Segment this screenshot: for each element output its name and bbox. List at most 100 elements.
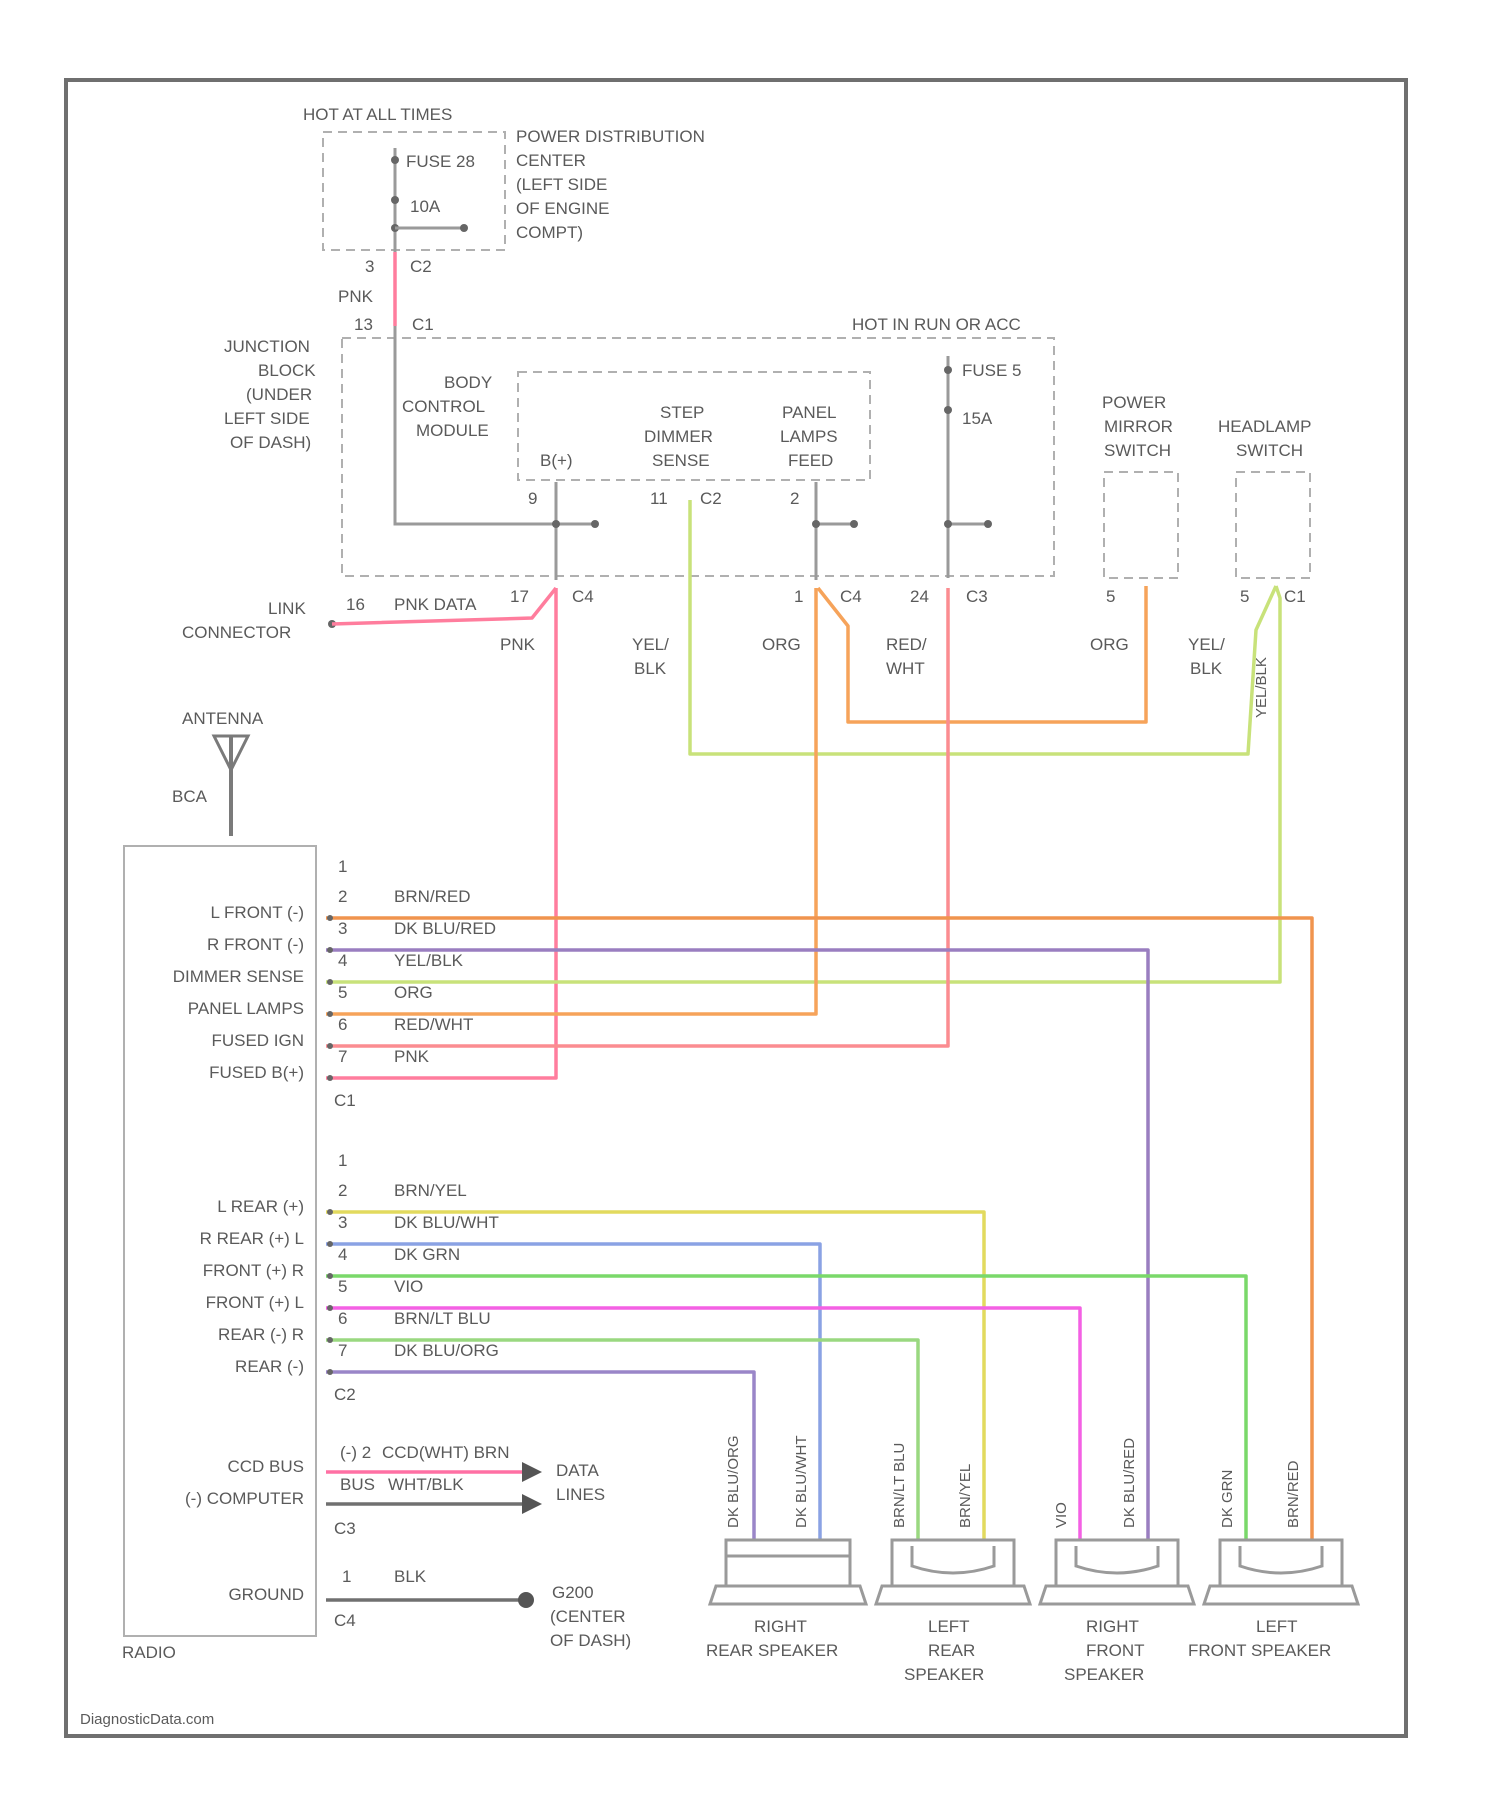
headlamp-switch: HEADLAMP SWITCH 5 C1: [1218, 417, 1312, 606]
panel-lamps-1: LAMPS: [780, 427, 838, 446]
c2-connector: C2: [334, 1385, 356, 1404]
wire-dimmer-yel-blk: [690, 500, 1276, 754]
speaker-wire-label: BRN/RED: [1285, 1460, 1302, 1528]
c2-wire-brn-lt-blu: BRN/LT BLU: [394, 1309, 491, 1328]
pdc-header: HOT AT ALL TIMES: [303, 105, 452, 124]
headlamp-pin: 5: [1240, 587, 1249, 606]
pdc-desc-4: COMPT): [516, 223, 583, 242]
c1-wire-org: ORG: [394, 983, 433, 1002]
c2-pin-1: 1: [338, 1151, 347, 1170]
speaker-wire-label: DK BLU/ORG: [725, 1435, 742, 1528]
speaker-right-rear: DK BLU/ORG DK BLU/WHT RIGHT REAR SPEAKER: [706, 1435, 866, 1660]
c2-wire-brn-yel: BRN/YEL: [394, 1181, 467, 1200]
power-mirror-switch: POWER MIRROR SWITCH 5: [1102, 393, 1178, 606]
jb-desc-0: JUNCTION: [224, 337, 310, 356]
c3-label-ccd: CCD BUS: [227, 1457, 304, 1476]
c2-wire-dk-blu-org: DK BLU/ORG: [394, 1341, 499, 1360]
mid-label-yel2: YEL/: [1188, 635, 1225, 654]
wire-mirror-org: [818, 586, 1146, 722]
speaker-name-0: LEFT: [1256, 1617, 1298, 1636]
bcm-label-2: MODULE: [416, 421, 489, 440]
c1-pin-1: 1: [338, 857, 347, 876]
speaker-wire-label: DK GRN: [1219, 1470, 1236, 1528]
mid-label-vertical: YEL/BLK: [1253, 657, 1270, 718]
speaker-name-2: SPEAKER: [1064, 1665, 1144, 1684]
c3-connector: C3: [334, 1519, 356, 1538]
c1-pin-5: 5: [338, 983, 347, 1002]
c2-pin-3: 3: [338, 1213, 347, 1232]
jb-desc-4: OF DASH): [230, 433, 311, 452]
c4-connector: C4: [334, 1611, 356, 1630]
mid-label-blk2: BLK: [1190, 659, 1223, 678]
wire-rear-r-brn-lt-blu: [326, 1340, 918, 1540]
c2-pin-2: 2: [338, 1181, 347, 1200]
c2-label-rear-r: REAR (-) R: [218, 1325, 304, 1344]
c2-wire-dk-blu-wht: DK BLU/WHT: [394, 1213, 499, 1232]
speaker-icon: [710, 1540, 866, 1604]
power-mirror-label-1: MIRROR: [1104, 417, 1173, 436]
jb-c4a: C4: [572, 587, 594, 606]
c2-label-front-l: FRONT (+) L: [206, 1293, 304, 1312]
terminal: [327, 915, 333, 921]
link-connector-pin: 16: [346, 595, 365, 614]
jb-connector-top: C1: [412, 315, 434, 334]
c1-connector: C1: [334, 1091, 356, 1110]
headlamp-label-0: HEADLAMP: [1218, 417, 1312, 436]
fuse5-dot: [944, 520, 952, 528]
terminal: [327, 1043, 333, 1049]
speaker-name-1: FRONT: [1086, 1641, 1145, 1660]
pdc-dashed-box: [323, 132, 505, 250]
speaker-name-1: REAR: [928, 1641, 975, 1660]
mid-label-red: RED/: [886, 635, 927, 654]
link-connector-label-1: CONNECTOR: [182, 623, 291, 642]
c2-pin-4: 4: [338, 1245, 347, 1264]
c2-pin-6: 6: [338, 1309, 347, 1328]
c4-wire: BLK: [394, 1567, 427, 1586]
speaker-cone: [1240, 1546, 1322, 1573]
mid-label-wht: WHT: [886, 659, 925, 678]
terminal: [327, 1273, 333, 1279]
c4-pin: 1: [342, 1567, 351, 1586]
c1-pin-4: 4: [338, 951, 347, 970]
wire-fused-ign-red-wht: [326, 588, 948, 1046]
c2-label-rear: REAR (-): [235, 1357, 304, 1376]
jb-hot-label: HOT IN RUN OR ACC: [852, 315, 1021, 334]
c3-wire-ccd: CCD(WHT) BRN: [382, 1443, 509, 1462]
radio-name: RADIO: [122, 1643, 176, 1662]
c3-pin-ccd: (-) 2: [340, 1443, 371, 1462]
terminal: [327, 947, 333, 953]
c1-label-panel: PANEL LAMPS: [188, 999, 304, 1018]
ground-terminal-icon: [518, 1592, 534, 1608]
pdc-desc-1: CENTER: [516, 151, 586, 170]
jb-fuse5-dot-low: [944, 406, 952, 414]
headlamp-connector: C1: [1284, 587, 1306, 606]
ccd-bus-arrow-icon: [522, 1462, 542, 1482]
power-mirror-label-2: SWITCH: [1104, 441, 1171, 460]
c1-wire-red-wht: RED/WHT: [394, 1015, 473, 1034]
jb-pin-top: 13: [354, 315, 373, 334]
jb-fuse5-label: FUSE 5: [962, 361, 1022, 380]
step-dimmer-2: SENSE: [652, 451, 710, 470]
speaker-wire-label: DK BLU/WHT: [793, 1435, 810, 1528]
terminal: [327, 1241, 333, 1247]
speaker-wire-label: VIO: [1053, 1502, 1070, 1528]
bcm-label-0: BODY: [444, 373, 492, 392]
terminal: [327, 1369, 333, 1375]
c2-pin-5: 5: [338, 1277, 347, 1296]
c3-wire-bus: WHT/BLK: [388, 1475, 464, 1494]
c1-wire-yel-blk: YEL/BLK: [394, 951, 464, 970]
jb-desc-1: BLOCK: [258, 361, 316, 380]
jb-c3: C3: [966, 587, 988, 606]
bcm-bplus: B(+): [540, 451, 573, 470]
jb-desc-2: (UNDER: [246, 385, 312, 404]
c1-wire-dk-blu-red: DK BLU/RED: [394, 919, 496, 938]
panel-lamps-dot: [812, 520, 820, 528]
speaker-right-front: VIO DK BLU/RED RIGHT FRONT SPEAKER: [1040, 1438, 1194, 1684]
pdc-desc-0: POWER DISTRIBUTION: [516, 127, 705, 146]
mid-label-yel: YEL/: [632, 635, 669, 654]
c3-data-lines-0: DATA: [556, 1461, 599, 1480]
jb-fuse5-dot-top: [944, 366, 952, 374]
c4-gnd-1: (CENTER: [550, 1607, 626, 1626]
bus-computer-arrow-icon: [522, 1494, 542, 1514]
